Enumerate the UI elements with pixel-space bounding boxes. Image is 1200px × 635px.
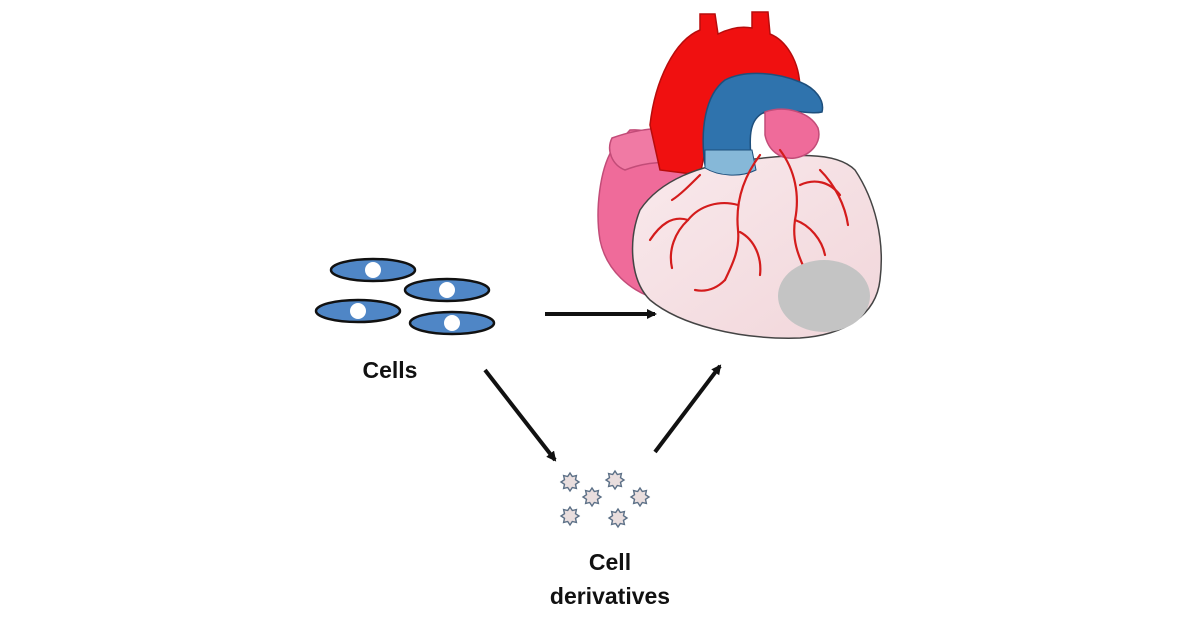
infarct-area <box>778 260 870 332</box>
cells-label: Cells <box>362 357 418 383</box>
derivatives-label-line2: derivatives <box>549 583 671 609</box>
star-particle-icon <box>559 471 581 493</box>
star-particle-icon <box>629 486 651 508</box>
derivatives-label-line1: Cell <box>588 549 632 575</box>
arrow-derivatives-to-heart <box>653 364 722 454</box>
left-atrium <box>764 108 820 159</box>
pulmonary-base <box>704 149 757 176</box>
cell-icon <box>314 298 402 324</box>
cell-icon <box>329 257 417 283</box>
star-particle-icon <box>604 469 626 491</box>
heart-illustration <box>597 11 883 339</box>
star-particle-icon <box>581 486 603 508</box>
star-particle-icon <box>607 507 629 529</box>
cell-icon <box>403 277 491 303</box>
derivatives-group <box>559 469 651 529</box>
cell-icon <box>408 310 496 336</box>
star-particle-icon <box>559 505 581 527</box>
arrow-cells-to-derivatives <box>483 368 557 462</box>
pulmonary-trunk <box>702 72 824 166</box>
cells-group <box>314 257 496 336</box>
coronary-arteries <box>648 148 850 292</box>
